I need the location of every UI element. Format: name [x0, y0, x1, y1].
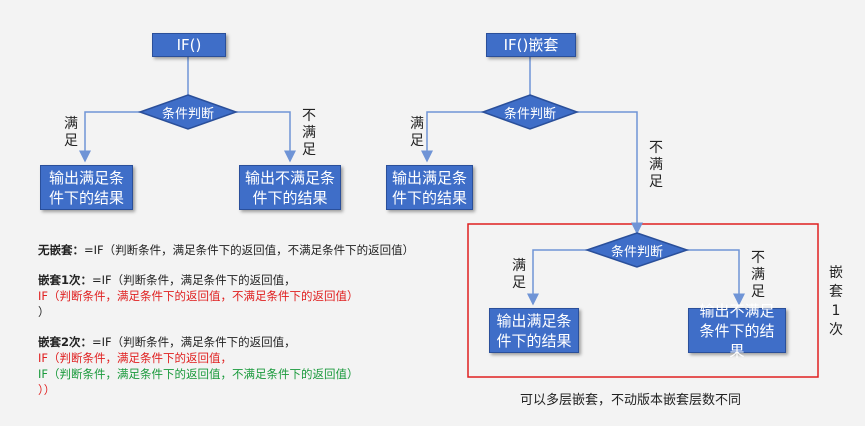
- left-decision-label: 条件判断: [161, 106, 214, 122]
- formula-nested-twice: 嵌套2次：=IF（判断条件，满足条件下的返回值， IF（判断条件，满足条件下的返…: [38, 334, 359, 398]
- left-yes-label: 满足: [64, 116, 78, 149]
- left-no-box: 输出不满足条件下的结果: [239, 165, 341, 210]
- formula-nested-once: 嵌套1次：=IF（判断条件，满足条件下的返回值， IF（判断条件，满足条件下的返…: [38, 272, 359, 320]
- formula-twice-line1: 嵌套2次：=IF（判断条件，满足条件下的返回值，: [38, 334, 359, 350]
- nested-no-arrow: [687, 249, 745, 306]
- nested-no-box: 输出不满足条件下的结果: [688, 302, 786, 360]
- formula-no-nesting-text: =IF（判断条件，满足条件下的返回值，不满足条件下的返回值）: [84, 243, 415, 257]
- nested-decision-label: 条件判断: [610, 244, 663, 260]
- right-no-arrow: [577, 111, 643, 235]
- nesting-note: 可以多层嵌套，不动版本嵌套层数不同: [520, 393, 742, 408]
- formula-no-nesting: 无嵌套：=IF（判断条件，满足条件下的返回值，不满足条件下的返回值）: [38, 242, 414, 258]
- right-decision-diamond: [480, 94, 580, 130]
- formula-once-label: 嵌套1次：: [38, 273, 93, 287]
- formula-twice-label: 嵌套2次：: [38, 335, 93, 349]
- nested-frame: [467, 223, 819, 378]
- nested-yes-box: 输出满足条件下的结果: [489, 308, 579, 353]
- left-no-label: 不满足: [302, 108, 316, 158]
- nested-decision-diamond: [584, 232, 690, 268]
- left-decision-diamond: [137, 94, 239, 130]
- right-yes-label: 满足: [410, 116, 424, 149]
- nested-yes-label: 满足: [512, 258, 526, 291]
- formula-twice-line3: IF（判断条件，满足条件下的返回值，不满足条件下的返回值）: [38, 367, 359, 381]
- nested-yes-arrow: [527, 249, 587, 306]
- formula-twice-line2: IF（判断条件，满足条件下的返回值，: [38, 351, 233, 365]
- right-yes-arrow: [421, 111, 483, 163]
- left-title-box: IF(): [152, 33, 226, 57]
- formula-twice-line4: ））: [38, 383, 56, 397]
- right-yes-box: 输出满足条件下的结果: [386, 165, 473, 210]
- left-yes-arrow: [79, 111, 140, 163]
- right-title-box: IF()嵌套: [486, 33, 576, 57]
- formula-once-line2: IF（判断条件，满足条件下的返回值，不满足条件下的返回值）: [38, 289, 359, 303]
- left-no-arrow: [236, 111, 296, 163]
- nested-side-label: 嵌套1次: [829, 265, 843, 338]
- formula-once-line1-text: =IF（判断条件，满足条件下的返回值，: [92, 273, 296, 287]
- formula-twice-line1-text: =IF（判断条件，满足条件下的返回值，: [92, 335, 296, 349]
- formula-once-line1: 嵌套1次：=IF（判断条件，满足条件下的返回值，: [38, 272, 359, 288]
- right-no-label: 不满足: [649, 140, 663, 190]
- formula-once-line3: ）: [38, 305, 50, 319]
- nested-no-label: 不满足: [751, 250, 765, 300]
- right-decision-label: 条件判断: [503, 106, 556, 122]
- left-yes-box: 输出满足条件下的结果: [40, 165, 133, 210]
- formula-no-nesting-label: 无嵌套：: [38, 243, 84, 257]
